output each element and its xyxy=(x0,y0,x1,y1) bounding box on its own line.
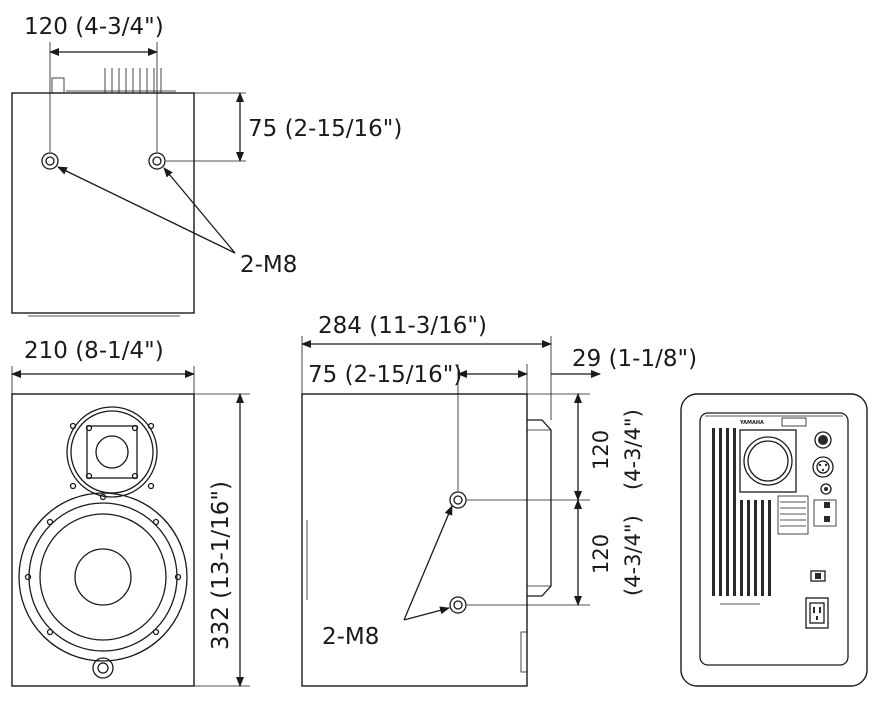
top-hole-label: 2-M8 xyxy=(240,252,297,278)
side-view-body xyxy=(301,393,528,687)
front-width-label: 210 (8-1/4") xyxy=(24,338,164,364)
top-view-connectors xyxy=(51,68,176,94)
front-logo-badge xyxy=(92,657,114,679)
top-view: 120 (4-3/4") 75 (2-15/16") 2-M8 xyxy=(11,14,402,317)
side-upper-spacing-in: (4-3/4") xyxy=(621,409,645,490)
side-hole-upper xyxy=(449,491,467,509)
rear-brand-text: YAMAHA xyxy=(739,420,764,426)
top-view-body xyxy=(11,92,195,314)
rear-level-knob xyxy=(814,431,832,449)
side-hole-lower xyxy=(449,596,467,614)
side-hole-label: 2-M8 xyxy=(322,624,379,650)
woofer xyxy=(18,492,188,662)
front-view: 210 (8-1/4") 332 (13-1/16") xyxy=(11,338,250,687)
rear-xlr-input xyxy=(812,456,834,478)
rear-bass-port xyxy=(739,429,797,493)
front-height-label: 332 (13-1/16") xyxy=(208,481,234,650)
side-upper-spacing-mm: 120 xyxy=(589,430,613,470)
top-hole-right xyxy=(148,152,166,170)
top-depth-label: 75 (2-15/16") xyxy=(248,116,402,142)
top-hole-left xyxy=(41,152,59,170)
side-hole-offset-label: 75 (2-15/16") xyxy=(308,362,462,388)
rear-view: YAMAHA xyxy=(680,393,868,687)
rear-model-plate xyxy=(781,417,807,427)
top-width-label: 120 (4-3/4") xyxy=(24,14,164,40)
rear-ac-inlet xyxy=(805,597,829,629)
side-view: 284 (11-3/16") 75 (2-15/16") 29 (1-1/8")… xyxy=(301,313,697,687)
side-depth-label: 284 (11-3/16") xyxy=(318,313,487,339)
side-lower-spacing-mm: 120 xyxy=(589,534,613,574)
rear-power-switch xyxy=(810,570,826,582)
rear-panel-outline xyxy=(699,412,849,666)
side-rear-label: 29 (1-1/8") xyxy=(572,346,697,372)
side-rear-protrusion xyxy=(527,419,552,597)
rear-trs-input xyxy=(820,483,832,495)
front-view-body xyxy=(11,393,195,687)
rear-eq-switches xyxy=(777,495,837,535)
rear-heatsink-fins xyxy=(712,428,771,596)
side-lower-spacing-in: (4-3/4") xyxy=(621,515,645,596)
